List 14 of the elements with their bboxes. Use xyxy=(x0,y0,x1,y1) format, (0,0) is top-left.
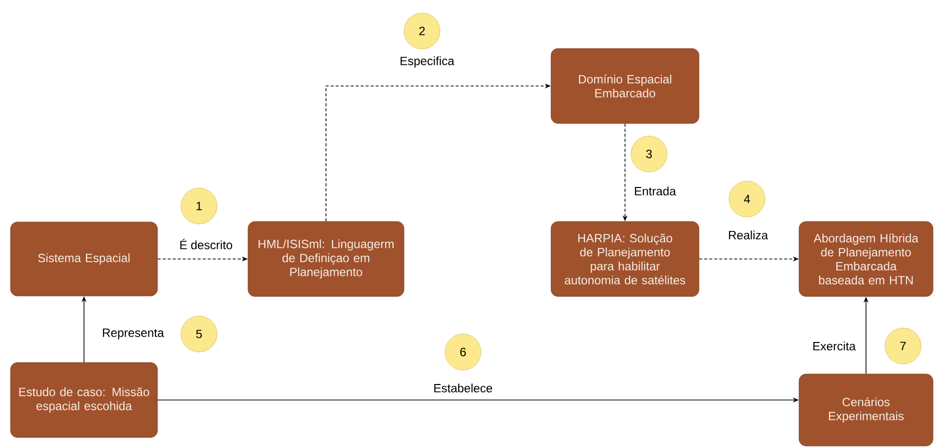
edge-label: Entrada xyxy=(633,186,678,196)
process-box: Cenários Experimentais xyxy=(798,374,934,446)
edge-label: Realiza xyxy=(727,230,770,240)
process-box: Abordagem Híbrida de Planejamento Embarcada baseada em HTN xyxy=(798,221,934,297)
edge-label: É descrito xyxy=(178,238,234,250)
process-box: Sistema Espacial xyxy=(10,222,158,296)
process-box: HML/ISISml: Linguagerm de Definiçao em Planejamento xyxy=(248,221,404,297)
process-box: Domínio Espacial Embarcado xyxy=(550,48,700,124)
process-box: HARPIA: Solução de Planejamento para habilitar autonomia de satélites xyxy=(550,221,700,297)
edge-label: Estabelece xyxy=(432,382,494,394)
edge-label: Exercita xyxy=(811,340,857,352)
edge-label: Representa xyxy=(100,328,166,340)
edge-label: Especifica xyxy=(398,55,456,69)
process-box: Estudo de caso: Missão espacial escohida xyxy=(10,362,158,438)
